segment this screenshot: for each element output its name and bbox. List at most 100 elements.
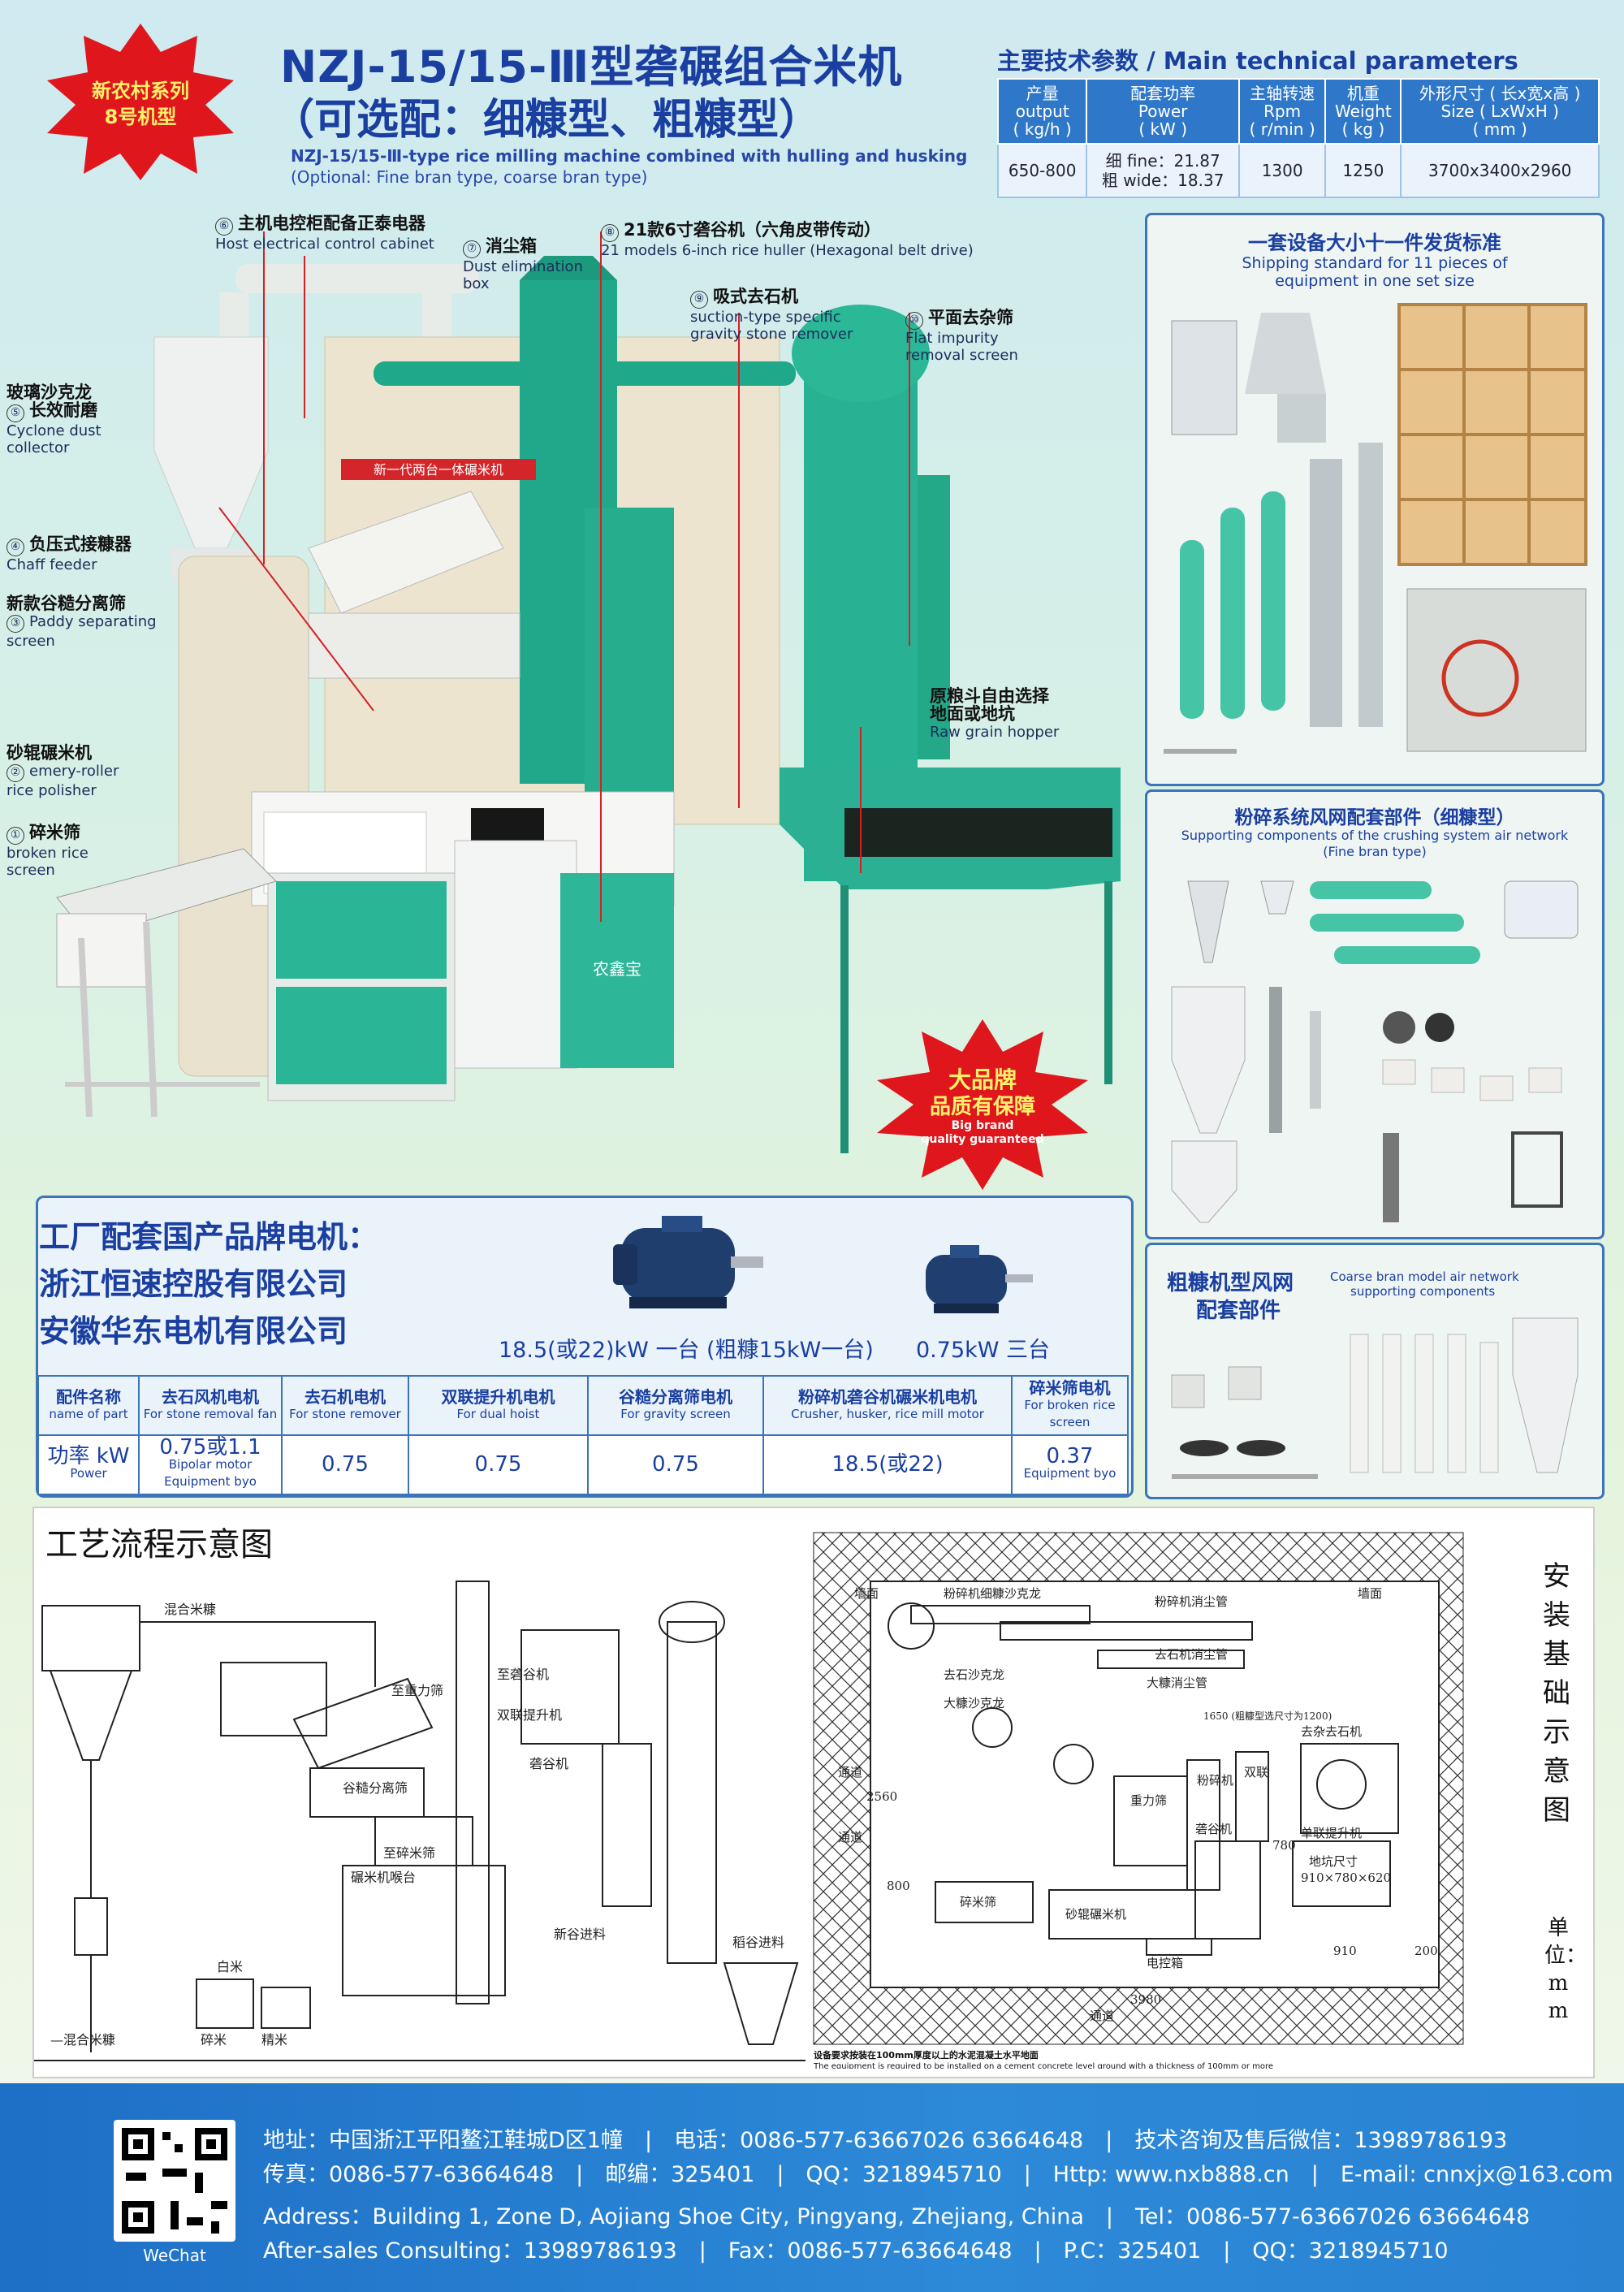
footer-line-4: After-sales Consulting：13989786193 | Fax… [263,2238,1449,2264]
shipping-panel: 一套设备大小十一件发货标准 Shipping standard for 11 p… [1145,213,1605,786]
rice-mill-machine-graphic: 农鑫宝 新一代两台一体碾米机 [56,231,1121,1153]
coarse-en1: Coarse bran model air network [1330,1269,1519,1284]
install-label: 粉碎机 [1197,1773,1233,1788]
large-motor-icon [613,1216,763,1308]
coarse-bran-panel: 粗糠机型风网 配套部件 Coarse bran model air networ… [1145,1243,1605,1499]
install-label: 墙面 [854,1586,879,1601]
install-dim: 910 [1333,1944,1357,1958]
install-label: 去石机消尘管 [1155,1647,1228,1662]
motor-value-cell: 18.5(或22) [762,1434,1013,1495]
motor-company-1: 浙江恒速控股有限公司 [39,1266,348,1302]
install-label: 通道 [838,1765,862,1780]
install-label: 砂辊碾米机 [1065,1907,1126,1922]
install-label: 去杂去石机 [1301,1724,1362,1739]
small-motor-icon [926,1245,1033,1313]
coarse-parts-graphic [1171,1317,1579,1479]
motor-company-2: 安徽华东电机有限公司 [39,1313,348,1349]
footer: WeChat 地址：中国浙江平阳鳌江鞋城D区1幢 | 电话：0086-577-6… [0,2083,1624,2292]
guarantee-line4: quality guaranteed [921,1133,1044,1146]
starburst-icon [47,24,234,180]
guarantee-line3: Big brand [951,1119,1014,1132]
install-label: 通道 [838,1830,862,1844]
process-flow-diagram: 混合米糠 至重力筛 至砻谷机 双联提升机 至碎米筛 碎米 精米 白米 砻谷机 谷… [34,1581,806,2061]
install-label: 去石沙克龙 [944,1667,1004,1682]
install-label: 大糠消尘管 [1147,1676,1207,1690]
process-title: 工艺流程示意图 [45,1526,273,1563]
install-dim: 1650 (粗糠型选尺寸为1200) [1203,1710,1332,1722]
install-dim: 2560 [866,1789,897,1804]
crushing-parts-graphic [1171,880,1579,1223]
crushing-en1: Supporting components of the crushing sy… [1181,828,1569,843]
install-dim: 3980 [1130,1992,1161,2007]
guarantee-badge: 大品牌 品质有保障 Big brand quality guaranteed [869,1015,1096,1194]
process-label: 碎米 [201,2032,227,2048]
param-weight: 1250 [1324,143,1402,198]
process-label: 白米 [217,1959,243,1974]
crushing-en2: (Fine bran type) [1323,844,1427,859]
shipping-parts-graphic [1164,303,1587,754]
qr-code-icon [114,2120,235,2242]
shipping-title: 一套设备大小十一件发货标准 [1248,231,1501,254]
motor-value-cell: 0.75 [587,1434,764,1495]
install-label: 地坑尺寸 [1309,1854,1358,1869]
install-note-zh: 设备要求按装在100mm厚度以上的水泥混凝土水平地面 [814,2049,1039,2061]
footer-line-1: 地址：中国浙江平阳鳌江鞋城D区1幢 | 电话：0086-577-63667026… [263,2128,1508,2153]
motor-value-cell: 0.75 [281,1434,409,1495]
starburst-icon [877,1019,1088,1190]
process-label: 混合米糠 [164,1602,216,1617]
install-dim: 780 [1272,1838,1296,1853]
process-label: 至碎米筛 [383,1845,435,1861]
install-note-en: The equipment is required to be installe… [813,2062,1273,2069]
install-label: 双联 [1244,1765,1268,1780]
install-label: 910×780×620 [1301,1870,1391,1885]
install-label: 粉碎机细糠沙克龙 [944,1586,1041,1601]
process-label: 碾米机喉台 [351,1870,416,1885]
param-rpm: 1300 [1237,143,1327,198]
param-size: 3700x3400x2960 [1400,143,1600,198]
install-label: 电控箱 [1147,1956,1183,1970]
title-english: NZJ-15/15-Ⅲ-type rice milling machine co… [291,146,968,166]
motor-value-cell: 0.75 [408,1434,589,1495]
footer-line-2: 传真：0086-577-63664648 | 邮编：325401 | QQ：32… [263,2162,1613,2187]
install-label: 碎米筛 [960,1895,996,1909]
process-label: 稻谷进料 [732,1935,784,1950]
badge-line1: 新农村系列 [92,80,189,102]
footer-line-3: Address：Building 1, Zone D, Aojiang Shoe… [263,2204,1531,2229]
subtitle-english: (Optional: Fine bran type, coarse bran t… [291,167,648,187]
process-label: —混合米糠 [50,2032,115,2048]
params-title: 主要技术参数 / Main technical parameters [997,47,1518,75]
coarse-title-line2: 配套部件 [1196,1299,1281,1323]
crushing-title: 粉碎系统风网配套部件（细糠型） [1234,807,1515,828]
motors-title: 工厂配套国产品牌电机： [39,1219,379,1255]
process-label: 精米 [261,2032,287,2048]
badge-line2: 8号机型 [104,106,177,128]
install-title: 安装基础示意图 [1543,1560,1570,1827]
install-label: 砻谷机 [1195,1822,1232,1836]
shipping-en1: Shipping standard for 11 pieces of [1242,254,1508,272]
install-label: 重力筛 [1130,1793,1167,1808]
coarse-title-line1: 粗糠机型风网 [1167,1271,1294,1295]
process-label: 新谷进料 [554,1927,606,1942]
